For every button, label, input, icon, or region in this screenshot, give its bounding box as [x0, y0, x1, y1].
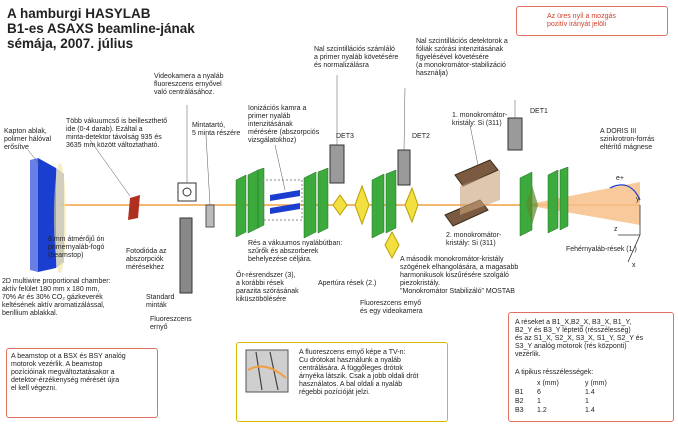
label-or-resrendszer: Őr-résrendszer (3), a korábbi rések para…	[236, 272, 299, 303]
det1	[507, 117, 523, 151]
det2	[397, 149, 411, 186]
legend-note: Az üres nyíl a mozgás pozitív irányát je…	[547, 13, 616, 28]
label-mintatarto: Mintatartó, 5 minta részére	[192, 122, 241, 137]
label-eplus: e+	[616, 175, 624, 182]
leader-lines	[27, 75, 516, 206]
label-det3: DET3	[336, 133, 354, 140]
axis-x: x	[632, 262, 636, 269]
filter-element	[404, 186, 419, 224]
monochromator	[444, 159, 500, 227]
green-filter	[526, 185, 538, 225]
label-kapton: Kapton ablak, polimer hálóval erősítve	[4, 128, 52, 151]
slit-group-1	[519, 166, 569, 237]
slit-group-3	[235, 167, 265, 238]
slit-table-row: B2 1 1	[515, 398, 589, 405]
label-standard: Standard minták	[146, 294, 175, 309]
sample-holder	[205, 204, 215, 228]
legend-note-box: Az üres nyíl a mozgás pozitív irányát je…	[516, 6, 668, 36]
axes	[618, 205, 641, 263]
label-masodik: A második monokromátor-kristály szögének…	[400, 256, 519, 295]
det3	[329, 144, 345, 184]
slit-group-mid	[371, 169, 397, 239]
beamstop-note: A beamstop ot a BSX és BSY analóg motoro…	[11, 353, 126, 392]
slit-table: x (mm) y (mm) B1 6 1.4 B2 1 1 B3 1.2 1.4	[515, 379, 625, 415]
slit-typical-title: A tipikus résszélességek:	[515, 369, 594, 376]
label-mono2: 2. monokromátor- kristály: Si (311)	[446, 232, 502, 247]
slit-note: A réseket a B1_X,B2_X, B3_X, B1_Y, B2_Y …	[515, 319, 644, 358]
axis-z: z	[614, 226, 618, 233]
aperture-slit-2	[354, 184, 370, 226]
label-szcint-szamlalo: Nal szcintillációs számláló a primer nya…	[314, 46, 399, 69]
slit-note-box: A réseket a B1_X,B2_X, B3_X, B1_Y, B2_Y …	[508, 312, 674, 422]
label-det1: DET1	[530, 108, 548, 115]
slit-table-row: B1 6 1.4	[515, 389, 595, 396]
videokamera-box	[177, 182, 197, 202]
label-fluor-video: Fluoreszcens ernyő és egy videokamera	[360, 300, 423, 315]
label-8mm: 8 mm átmérőjű ón primernyaláb-fogó (beam…	[48, 236, 105, 259]
label-videokamera: Videokamera a nyaláb fluoreszcens ernyőv…	[154, 73, 224, 96]
ionization-chamber	[270, 190, 300, 214]
label-ionizacios: Ionizációs kamra a primer nyaláb intenzi…	[248, 105, 320, 144]
label-fluor-ernyo: Fluoreszcens ernyő	[150, 316, 192, 331]
label-vakuumcso: Több vákuumcső is beilleszthető ide (0-4…	[66, 118, 168, 149]
slit-table-row: B3 1.2 1.4	[515, 407, 595, 414]
label-feheres: Fehérnyaláb-rések (1.)	[566, 246, 637, 253]
aperture-slit-1	[332, 194, 348, 216]
standard-samples	[179, 217, 193, 294]
label-apertura: Apertúra rések (2.)	[318, 280, 377, 287]
fluorescent-screen-diamond	[384, 230, 400, 260]
label-szcint-detektorok: Nal szcintillációs detektorok a fóliák s…	[416, 38, 508, 77]
ion-chamber-outline	[261, 179, 303, 221]
axis-y: y	[636, 196, 640, 203]
label-mono1: 1. monokromátor- kristály: Si (311)	[452, 112, 508, 127]
slit-group-2	[303, 167, 329, 239]
2d-detector	[30, 158, 66, 273]
slit-table-header: x (mm) y (mm)	[537, 380, 607, 387]
beamstop	[128, 195, 140, 220]
tv-note-box: A fluoreszcens ernyő képe a TV-n: Cu dró…	[236, 342, 448, 422]
label-doris: A DORIS III szinkrotron-forrás eltérítő …	[600, 128, 655, 151]
label-det2: DET2	[412, 133, 430, 140]
label-res-vakuum: Rés a vákuumos nyalábútban: szűrők és ab…	[248, 240, 343, 263]
beamstop-note-box: A beamstop ot a BSX és BSY analóg motoro…	[6, 348, 158, 418]
label-2d-detector: 2D multiwire proportional chamber: aktív…	[2, 278, 111, 317]
label-fotodioda: Fotodióda az abszorpciók mérésekhez	[126, 248, 167, 271]
eplus-arrow	[609, 184, 641, 201]
tv-image	[245, 349, 289, 393]
tv-note: A fluoreszcens ernyő képe a TV-n: Cu dró…	[299, 349, 419, 396]
page-title: A hamburgi HASYLAB B1-es ASAXS beamline-…	[7, 6, 195, 51]
beam-cone	[525, 182, 640, 225]
